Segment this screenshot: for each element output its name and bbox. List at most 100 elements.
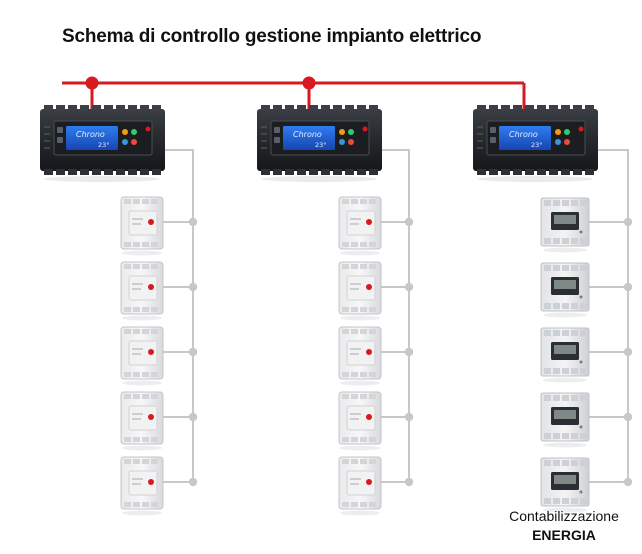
terminal-block [124, 372, 131, 377]
brand-logo [578, 126, 584, 132]
terminal-block [140, 169, 149, 175]
terminal-block [562, 303, 569, 309]
meter-lcd [554, 410, 576, 419]
terminal-block [128, 169, 137, 175]
terminal-block [525, 169, 534, 175]
connector-node [404, 282, 414, 292]
terminal-block [133, 372, 140, 377]
panel-button [274, 137, 280, 143]
terminal-block [297, 105, 306, 111]
brand-logo [366, 414, 372, 420]
shadow [543, 312, 587, 318]
terminal-block [142, 329, 149, 334]
connector-node [188, 282, 198, 292]
terminal-block [116, 169, 125, 175]
terminal-block [357, 105, 366, 111]
terminal-block [124, 329, 131, 334]
terminal-block [369, 437, 376, 442]
brand-logo [366, 284, 372, 290]
terminal-block [351, 437, 358, 442]
terminal-block [333, 105, 342, 111]
terminal-block [544, 303, 551, 309]
terminal-block [56, 169, 65, 175]
keypad-led [131, 129, 137, 135]
terminal-block [342, 329, 349, 334]
terminal-block [369, 307, 376, 312]
terminal-block [133, 394, 140, 399]
panel-button [57, 127, 63, 133]
energy-caption-line1: Contabilizzazione [509, 508, 619, 524]
shadow [477, 176, 593, 182]
terminal-block [580, 368, 587, 374]
connector-node [623, 347, 633, 357]
terminal-block [369, 459, 376, 464]
terminal-block [571, 460, 578, 466]
terminal-block [351, 199, 358, 204]
terminal-block [513, 169, 522, 175]
terminal-block [544, 433, 551, 439]
terminal-block [151, 307, 158, 312]
module-front [346, 210, 376, 236]
terminal-block [151, 199, 158, 204]
terminal-block [477, 169, 486, 175]
terminal-block [360, 242, 367, 247]
terminal-block [580, 330, 587, 336]
terminal-block [580, 498, 587, 504]
terminal-block [562, 498, 569, 504]
terminal-block [360, 307, 367, 312]
terminal-block [562, 265, 569, 271]
terminal-block [573, 105, 582, 111]
shadow [340, 510, 380, 516]
bus-node [302, 76, 316, 90]
terminal-block [544, 265, 551, 271]
terminal-block [309, 169, 318, 175]
keypad-led [555, 139, 561, 145]
terminal-block [369, 394, 376, 399]
connector-node [404, 477, 414, 487]
shadow [122, 510, 162, 516]
terminal-block [351, 502, 358, 507]
terminal-block [342, 307, 349, 312]
terminal-block [285, 169, 294, 175]
terminal-block [571, 395, 578, 401]
terminal-block [571, 303, 578, 309]
terminal-block [351, 329, 358, 334]
terminal-block [142, 372, 149, 377]
meter-led [579, 490, 583, 494]
brand-logo [148, 284, 154, 290]
energy-caption-line2: ENERGIA [532, 527, 596, 543]
terminal-block [544, 200, 551, 206]
terminal-block [321, 169, 330, 175]
terminal-block [580, 395, 587, 401]
display-brand: Chrono [509, 130, 538, 139]
terminal-block [342, 394, 349, 399]
brand-logo [148, 349, 154, 355]
terminal-block [297, 169, 306, 175]
meter-lcd [554, 475, 576, 484]
panel-button [57, 137, 63, 143]
terminal-block [342, 199, 349, 204]
terminal-block [68, 169, 77, 175]
terminal-block [571, 200, 578, 206]
shadow [340, 380, 380, 386]
connector-node [404, 217, 414, 227]
connector-node [623, 217, 633, 227]
expansion-module [120, 196, 164, 256]
terminal-block [360, 329, 367, 334]
terminal-block [553, 200, 560, 206]
display-brand: Chrono [76, 130, 105, 139]
meter-led [579, 230, 583, 234]
panel-button [490, 127, 496, 133]
terminal-block [151, 437, 158, 442]
panel-button [490, 137, 496, 143]
terminal-block [553, 395, 560, 401]
terminal-block [104, 105, 113, 111]
terminal-block [351, 264, 358, 269]
terminal-block [513, 105, 522, 111]
terminal-block [360, 502, 367, 507]
terminal-block [124, 199, 131, 204]
brand-logo [366, 219, 372, 225]
shadow [122, 445, 162, 451]
